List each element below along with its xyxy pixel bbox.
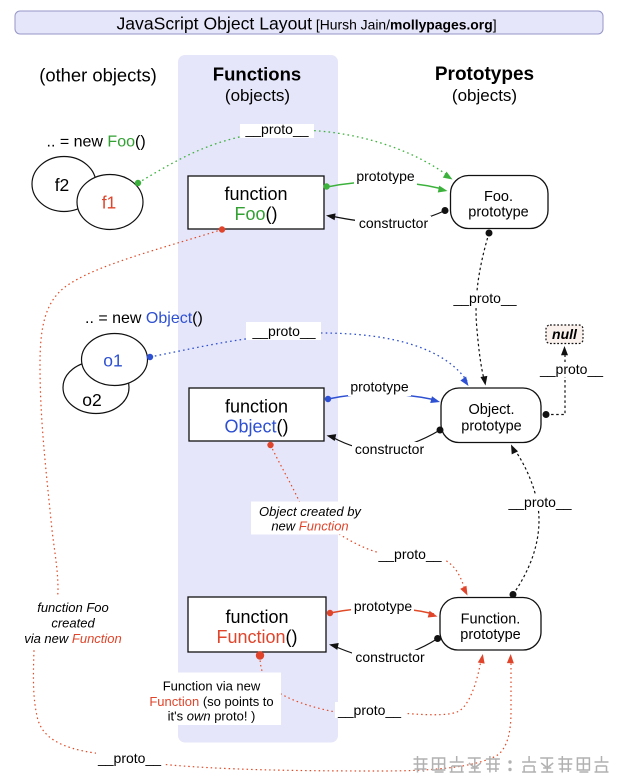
svg-text:constructor: constructor — [359, 215, 429, 231]
svg-text:function: function — [225, 607, 288, 627]
svg-text:prototype: prototype — [354, 598, 413, 614]
svg-text:Foo(): Foo() — [234, 204, 277, 224]
svg-text:Prototypes: Prototypes — [435, 64, 534, 85]
svg-text:function Foo: function Foo — [37, 600, 109, 615]
svg-text:prototype: prototype — [350, 379, 409, 395]
svg-text:Functions: Functions — [213, 64, 301, 85]
svg-text:constructor: constructor — [355, 649, 425, 665]
svg-text:o2: o2 — [82, 390, 101, 410]
svg-text:via new Function: via new Function — [24, 631, 122, 646]
svg-text:__proto__: __proto__ — [377, 546, 441, 562]
svg-text:Object created by: Object created by — [259, 504, 362, 519]
svg-text:f2: f2 — [55, 175, 70, 195]
svg-text:constructor: constructor — [355, 441, 425, 457]
svg-text:Function(): Function() — [216, 627, 297, 647]
svg-text:prototype: prototype — [461, 419, 521, 435]
svg-text:(objects): (objects) — [225, 86, 290, 105]
svg-text:prototype: prototype — [356, 168, 415, 184]
svg-text:function: function — [225, 397, 288, 417]
svg-text:Function via new: Function via new — [163, 679, 261, 694]
svg-text:prototype: prototype — [468, 205, 528, 221]
svg-text:__proto__: __proto__ — [244, 121, 308, 137]
svg-text:null: null — [552, 326, 578, 342]
svg-text:Function (so points to: Function (so points to — [149, 694, 273, 709]
svg-text:__proto__: __proto__ — [251, 323, 315, 339]
svg-text:f1: f1 — [102, 193, 117, 213]
svg-text:new Function: new Function — [271, 519, 348, 534]
svg-text:Function.: Function. — [461, 612, 521, 628]
svg-text:(other objects): (other objects) — [39, 65, 157, 86]
svg-text:Object.: Object. — [469, 402, 515, 418]
svg-text:(objects): (objects) — [452, 86, 517, 105]
svg-text:__proto__: __proto__ — [539, 361, 603, 377]
svg-text:prototype: prototype — [460, 627, 520, 643]
svg-text:__proto__: __proto__ — [452, 290, 516, 306]
svg-text:it's own proto! ): it's own proto! ) — [168, 709, 256, 724]
svg-text:__proto__: __proto__ — [337, 702, 401, 718]
svg-text:function: function — [224, 184, 287, 204]
svg-text:.. = new Foo(): .. = new Foo() — [47, 134, 146, 151]
svg-text:__proto__: __proto__ — [97, 750, 161, 766]
svg-text:.. = new Object(): .. = new Object() — [85, 310, 203, 327]
svg-text:o1: o1 — [103, 351, 122, 371]
svg-text:Object(): Object() — [224, 417, 288, 437]
svg-text:Foo.: Foo. — [484, 189, 513, 205]
svg-text:created: created — [51, 616, 95, 631]
svg-text:JavaScript Object Layout [Hurs: JavaScript Object Layout [Hursh Jain/mol… — [116, 14, 496, 34]
svg-text:__proto__: __proto__ — [507, 494, 571, 510]
